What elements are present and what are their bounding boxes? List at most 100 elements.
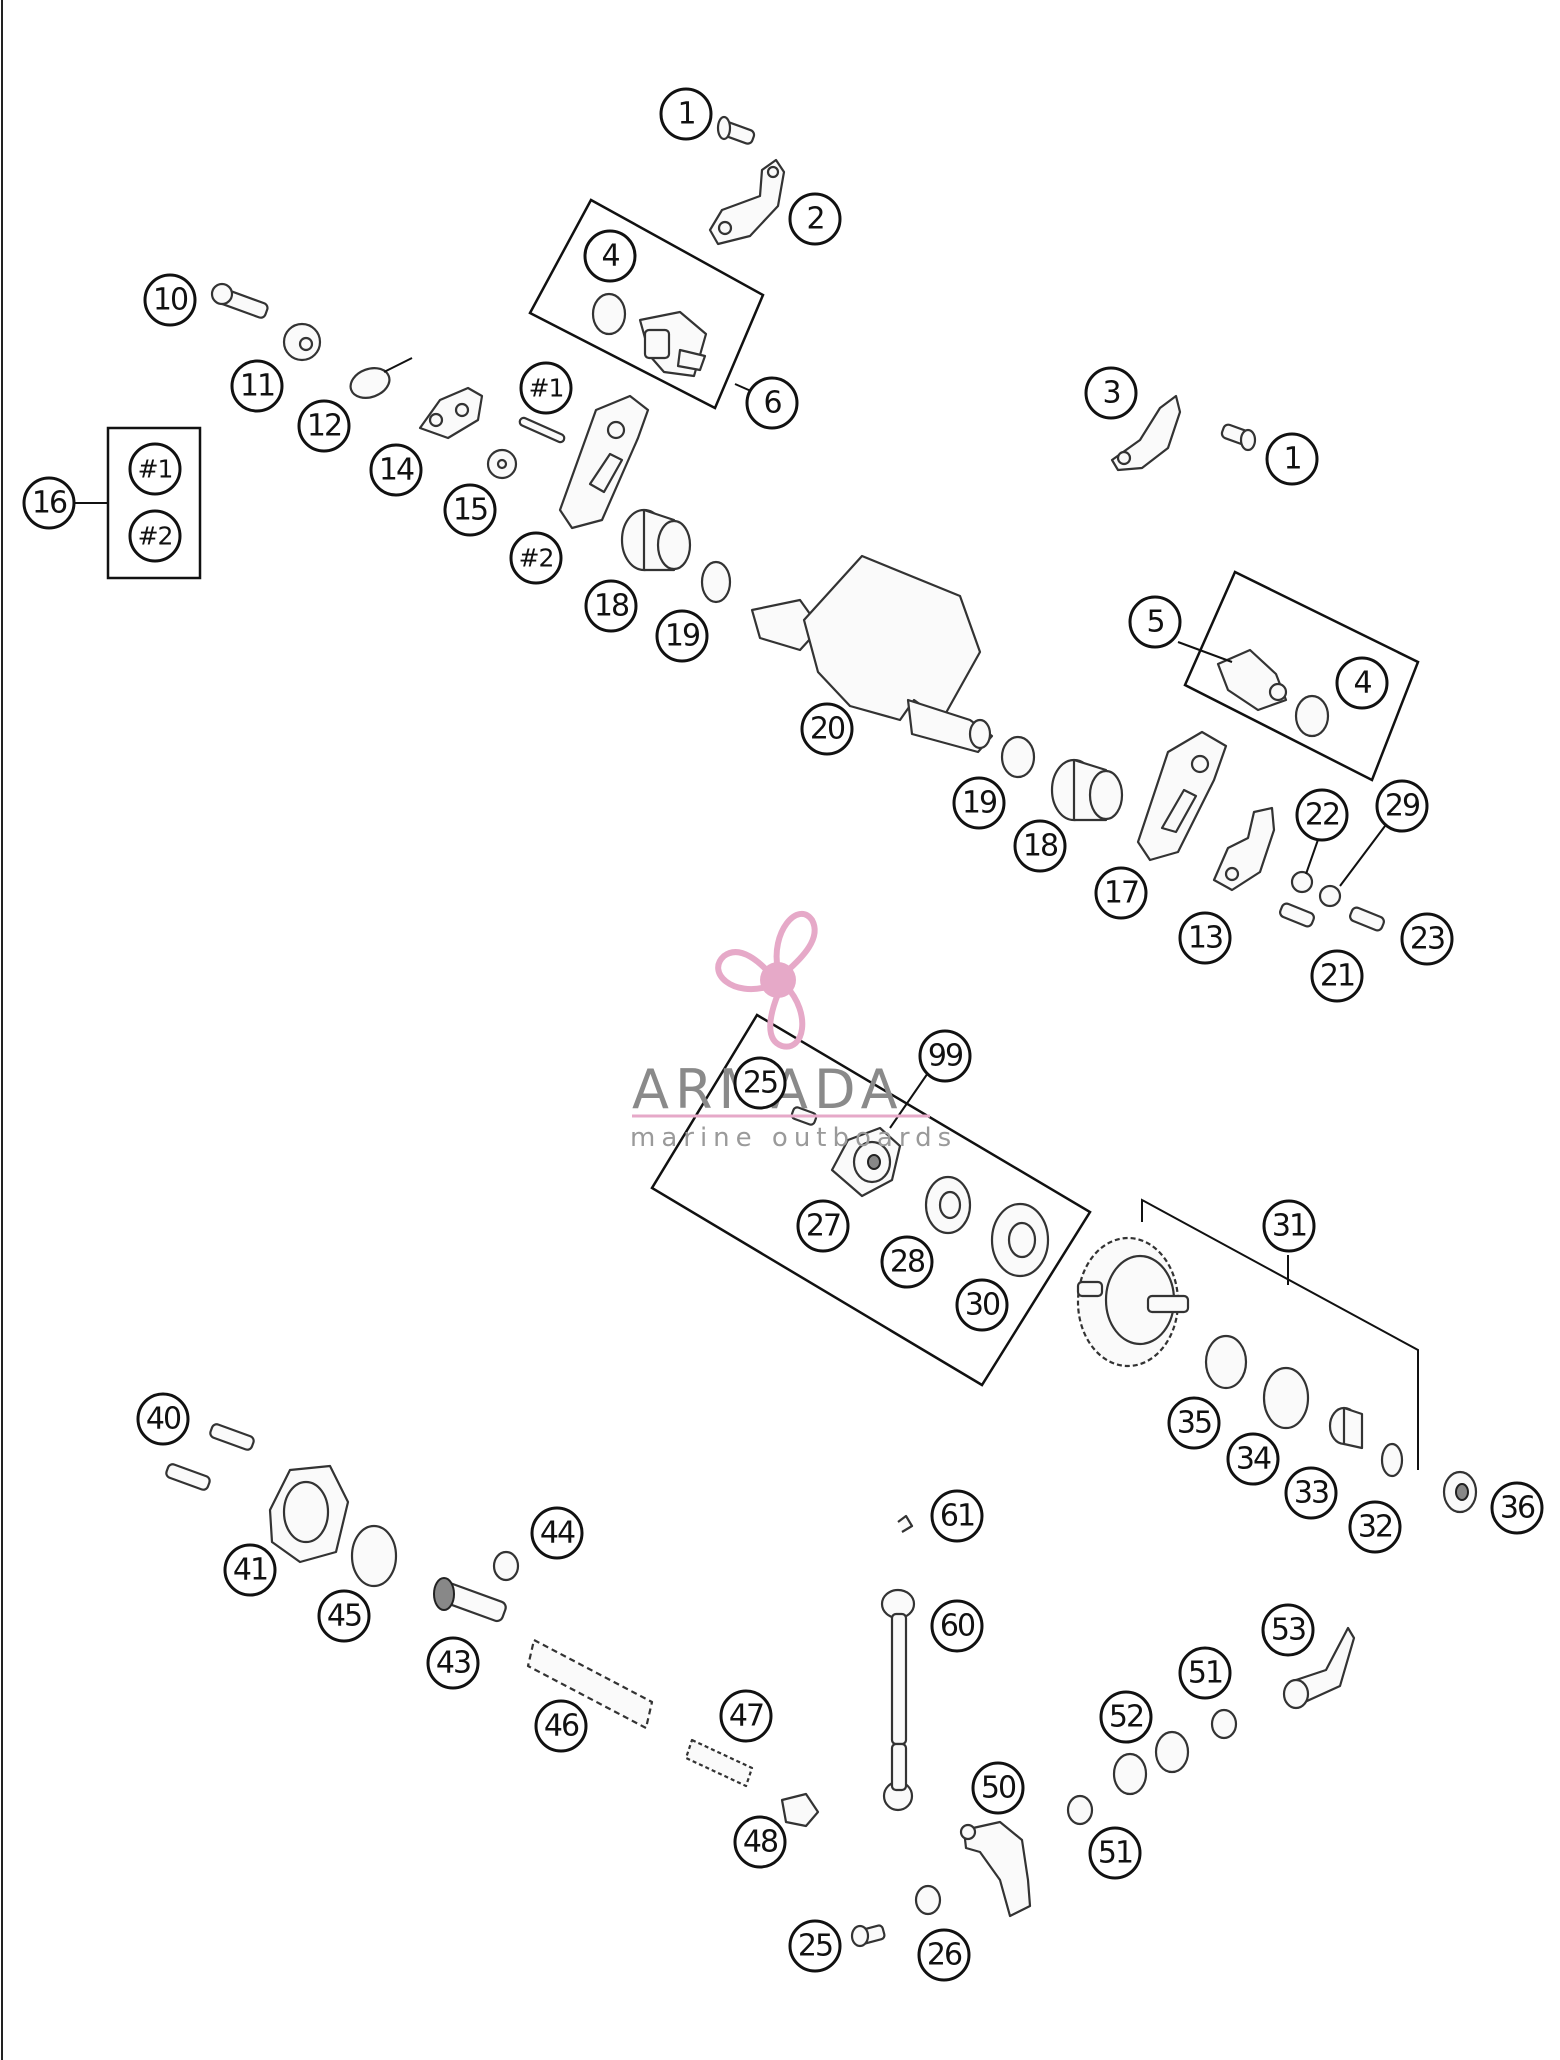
part-61-clip	[897, 1514, 914, 1533]
callout-5: 5	[1128, 595, 1182, 649]
callout-15: 15	[443, 483, 497, 537]
svg-text:47: 47	[729, 1699, 763, 1734]
callout-6: 6	[745, 376, 799, 430]
svg-text:41: 41	[233, 1553, 267, 1588]
part-13-lever	[1212, 806, 1276, 892]
callout-34: 34	[1226, 1432, 1280, 1486]
callout-16: 16	[22, 476, 76, 530]
svg-text:16: 16	[32, 486, 67, 521]
svg-text:35: 35	[1177, 1406, 1211, 1441]
part-41-cover	[268, 1464, 350, 1564]
svg-text:46: 46	[544, 1709, 579, 1744]
callout-51-a: 51	[1088, 1826, 1142, 1880]
group-box-6	[528, 198, 765, 410]
part-2-lever	[708, 158, 786, 246]
part-1-screw-right	[1220, 423, 1257, 452]
svg-text:#1: #1	[529, 374, 564, 403]
callout-47: 47	[719, 1689, 773, 1743]
svg-text:44: 44	[540, 1516, 575, 1551]
watermark-tagline: marine outboards	[630, 1123, 957, 1153]
callout-10: 10	[143, 273, 197, 327]
svg-text:#2: #2	[519, 544, 554, 573]
callout-29: 29	[1375, 779, 1429, 833]
callout-19-b: 19	[952, 776, 1006, 830]
group-bracket-31	[1141, 1198, 1419, 1470]
callout-3: 3	[1084, 366, 1138, 420]
part-3-lever	[1110, 394, 1182, 472]
svg-text:19: 19	[665, 619, 699, 654]
svg-text:12: 12	[307, 409, 341, 444]
svg-text:18: 18	[1023, 829, 1058, 864]
svg-text:21: 21	[1320, 959, 1354, 994]
part-17-lever-arm	[1136, 730, 1228, 862]
part-33-bushing	[1328, 1406, 1364, 1450]
part-18-bushing-b	[1050, 758, 1124, 822]
svg-text:22: 22	[1305, 798, 1339, 833]
callout-41: 41	[223, 1543, 277, 1597]
svg-text:30: 30	[965, 1288, 1000, 1323]
part-27-impeller	[830, 1126, 902, 1198]
part-12-spring	[349, 357, 413, 399]
svg-text:25: 25	[798, 1929, 832, 1964]
part-hash1-pin	[518, 416, 566, 444]
callout-4-b: 4	[1335, 656, 1389, 710]
callout-46: 46	[534, 1699, 588, 1753]
callout-60: 60	[930, 1599, 984, 1653]
part-31-gear-shaft	[1076, 1236, 1190, 1368]
callout-14: 14	[369, 443, 423, 497]
svg-text:27: 27	[806, 1209, 840, 1244]
part-60-rod	[880, 1588, 916, 1812]
part-14-lever	[418, 386, 484, 440]
svg-text:32: 32	[1358, 1510, 1392, 1545]
part-43-governor-shaft	[433, 1577, 507, 1623]
part-19-o-ring-a	[700, 560, 732, 604]
svg-text:60: 60	[940, 1609, 975, 1644]
part-30-bearing	[990, 1202, 1050, 1278]
callout-30: 30	[955, 1278, 1009, 1332]
svg-text:26: 26	[927, 1938, 962, 1973]
svg-text:20: 20	[810, 712, 845, 747]
callout-hash1: #1	[519, 361, 573, 415]
part-21-bolt	[1279, 902, 1315, 928]
group-box-16	[75, 426, 202, 580]
callout-61: 61	[930, 1489, 984, 1543]
part-18-bushing-a	[620, 508, 692, 572]
svg-text:4: 4	[601, 239, 619, 274]
svg-text:29: 29	[1385, 789, 1419, 824]
watermark-logo: ARMADA marine outboards	[630, 910, 957, 1153]
callout-26: 26	[917, 1928, 971, 1982]
part-50-lever	[959, 1820, 1032, 1918]
callout-1-top: 1	[659, 87, 713, 141]
callout-16-hash1: #1	[128, 442, 182, 496]
callout-hash2: #2	[509, 531, 563, 585]
callout-45: 45	[317, 1589, 371, 1643]
part-19-o-ring-b	[1000, 735, 1036, 779]
svg-text:48: 48	[743, 1825, 778, 1860]
svg-text:5: 5	[1146, 605, 1163, 640]
svg-text:19: 19	[962, 786, 996, 821]
svg-text:45: 45	[327, 1599, 361, 1634]
part-52-bushings	[1112, 1730, 1190, 1796]
svg-text:2: 2	[806, 202, 823, 237]
callout-35: 35	[1167, 1396, 1221, 1450]
callout-16-hash2: #2	[128, 509, 182, 563]
svg-text:51: 51	[1188, 1656, 1222, 1691]
part-20-control-shaft	[750, 554, 994, 754]
svg-text:14: 14	[379, 453, 414, 488]
callout-32: 32	[1348, 1500, 1402, 1554]
callout-51-b: 51	[1178, 1646, 1232, 1700]
part-47-spring	[684, 1738, 754, 1788]
callout-19-a: 19	[655, 609, 709, 663]
part-1-screw-top	[716, 115, 756, 145]
callout-31: 31	[1262, 1199, 1316, 1253]
svg-text:53: 53	[1271, 1613, 1305, 1648]
svg-text:13: 13	[1188, 921, 1222, 956]
part-26-washer	[914, 1884, 942, 1916]
svg-text:61: 61	[940, 1499, 974, 1534]
callout-27: 27	[796, 1199, 850, 1253]
svg-text:33: 33	[1294, 1476, 1328, 1511]
svg-text:34: 34	[1236, 1442, 1271, 1477]
part-22-washer	[1290, 870, 1314, 894]
part-44-o-ring	[492, 1550, 520, 1582]
